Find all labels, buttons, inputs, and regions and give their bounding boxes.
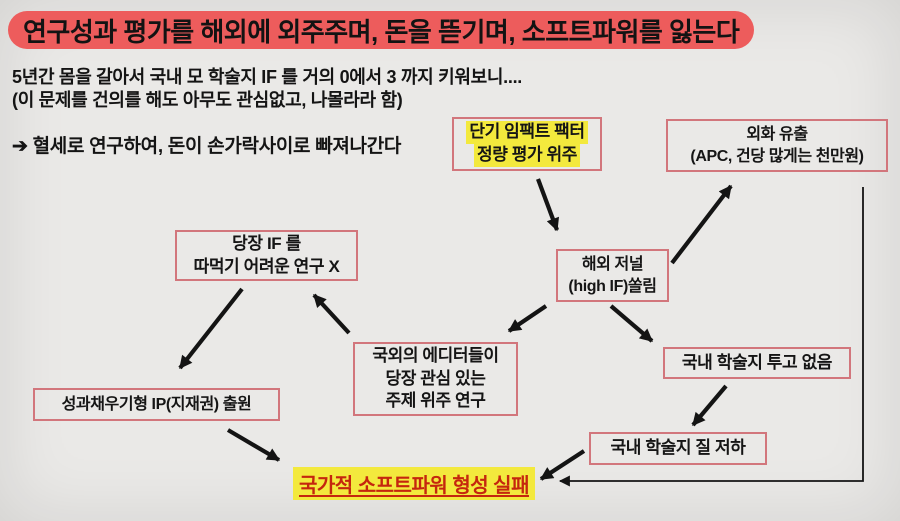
node-line: 주제 위주 연구 xyxy=(385,391,486,411)
arrow-ip-filing-to-softpower-failure xyxy=(226,428,281,462)
node-softpower-failure: 국가적 소프트파워 형성 실패 xyxy=(293,467,535,500)
node-line: 국내 학술지 질 저하 xyxy=(610,438,746,458)
node-short-term-impact-factor: 단기 임팩트 팩터 정량 평가 위주 xyxy=(452,117,602,171)
node-line: 따먹기 어려운 연구 X xyxy=(193,256,340,276)
intro-line-2: (이 문제를 건의를 해도 아무도 관심없고, 나몰라라 함) xyxy=(12,90,403,110)
node-line: 정량 평가 위주 xyxy=(473,144,581,167)
node-line: 국내 학술지 투고 없음 xyxy=(681,352,833,372)
arrow-foreign-journal-to-no-submission xyxy=(609,304,654,343)
node-line: 해외 저널 xyxy=(581,255,644,273)
arrow-no-submission-to-quality-decline xyxy=(691,384,728,427)
arrow-impact-factor-to-foreign-journal xyxy=(536,178,560,232)
arrow-foreign-journal-to-foreign-editors xyxy=(507,304,548,333)
node-line: 성과채우기형 IP(지재권) 출원 xyxy=(61,395,252,413)
node-foreign-editors: 국외의 에디터들이 당장 관심 있는 주제 위주 연구 xyxy=(353,342,518,416)
node-line: 국외의 에디터들이 xyxy=(372,345,499,365)
intro-line-1: 5년간 몸을 갈아서 국내 모 학술지 IF 를 거의 0에서 3 까지 키워보… xyxy=(12,67,522,87)
arrow-foreign-journal-to-forex-outflow xyxy=(670,184,733,265)
node-no-domestic-submission: 국내 학술지 투고 없음 xyxy=(663,347,851,379)
node-line: 단기 임팩트 팩터 xyxy=(466,121,588,144)
node-journal-quality-decline: 국내 학술지 질 저하 xyxy=(589,432,767,465)
intro-text: 5년간 몸을 갈아서 국내 모 학술지 IF 를 거의 0에서 3 까지 키워보… xyxy=(12,66,522,112)
node-forex-outflow: 외화 유출 (APC, 건당 많게는 천만원) xyxy=(666,119,888,172)
node-line: 당장 관심 있는 xyxy=(385,368,486,388)
node-line: (APC, 건당 많게는 천만원) xyxy=(690,147,864,165)
bullet-line: ➔ 혈세로 연구하여, 돈이 손가락사이로 빠져나간다 xyxy=(12,136,402,157)
node-line: (high IF)쏠림 xyxy=(568,277,657,295)
node-foreign-journal: 해외 저널 (high IF)쏠림 xyxy=(556,249,669,302)
node-hard-to-score-research: 당장 IF 를 따먹기 어려운 연구 X xyxy=(175,230,358,281)
arrow-hard-research-to-ip-filing xyxy=(178,287,244,370)
node-line: 외화 유출 xyxy=(746,125,808,143)
arrow-foreign-editors-to-hard-research xyxy=(312,293,351,335)
node-line: 당장 IF 를 xyxy=(232,233,301,253)
node-ip-filing: 성과채우기형 IP(지재권) 출원 xyxy=(33,388,280,421)
arrow-quality-decline-to-softpower-failure xyxy=(539,449,586,481)
page-title: 연구성과 평가를 해외에 외주주며, 돈을 뜯기며, 소프트파워를 잃는다 xyxy=(8,11,755,49)
